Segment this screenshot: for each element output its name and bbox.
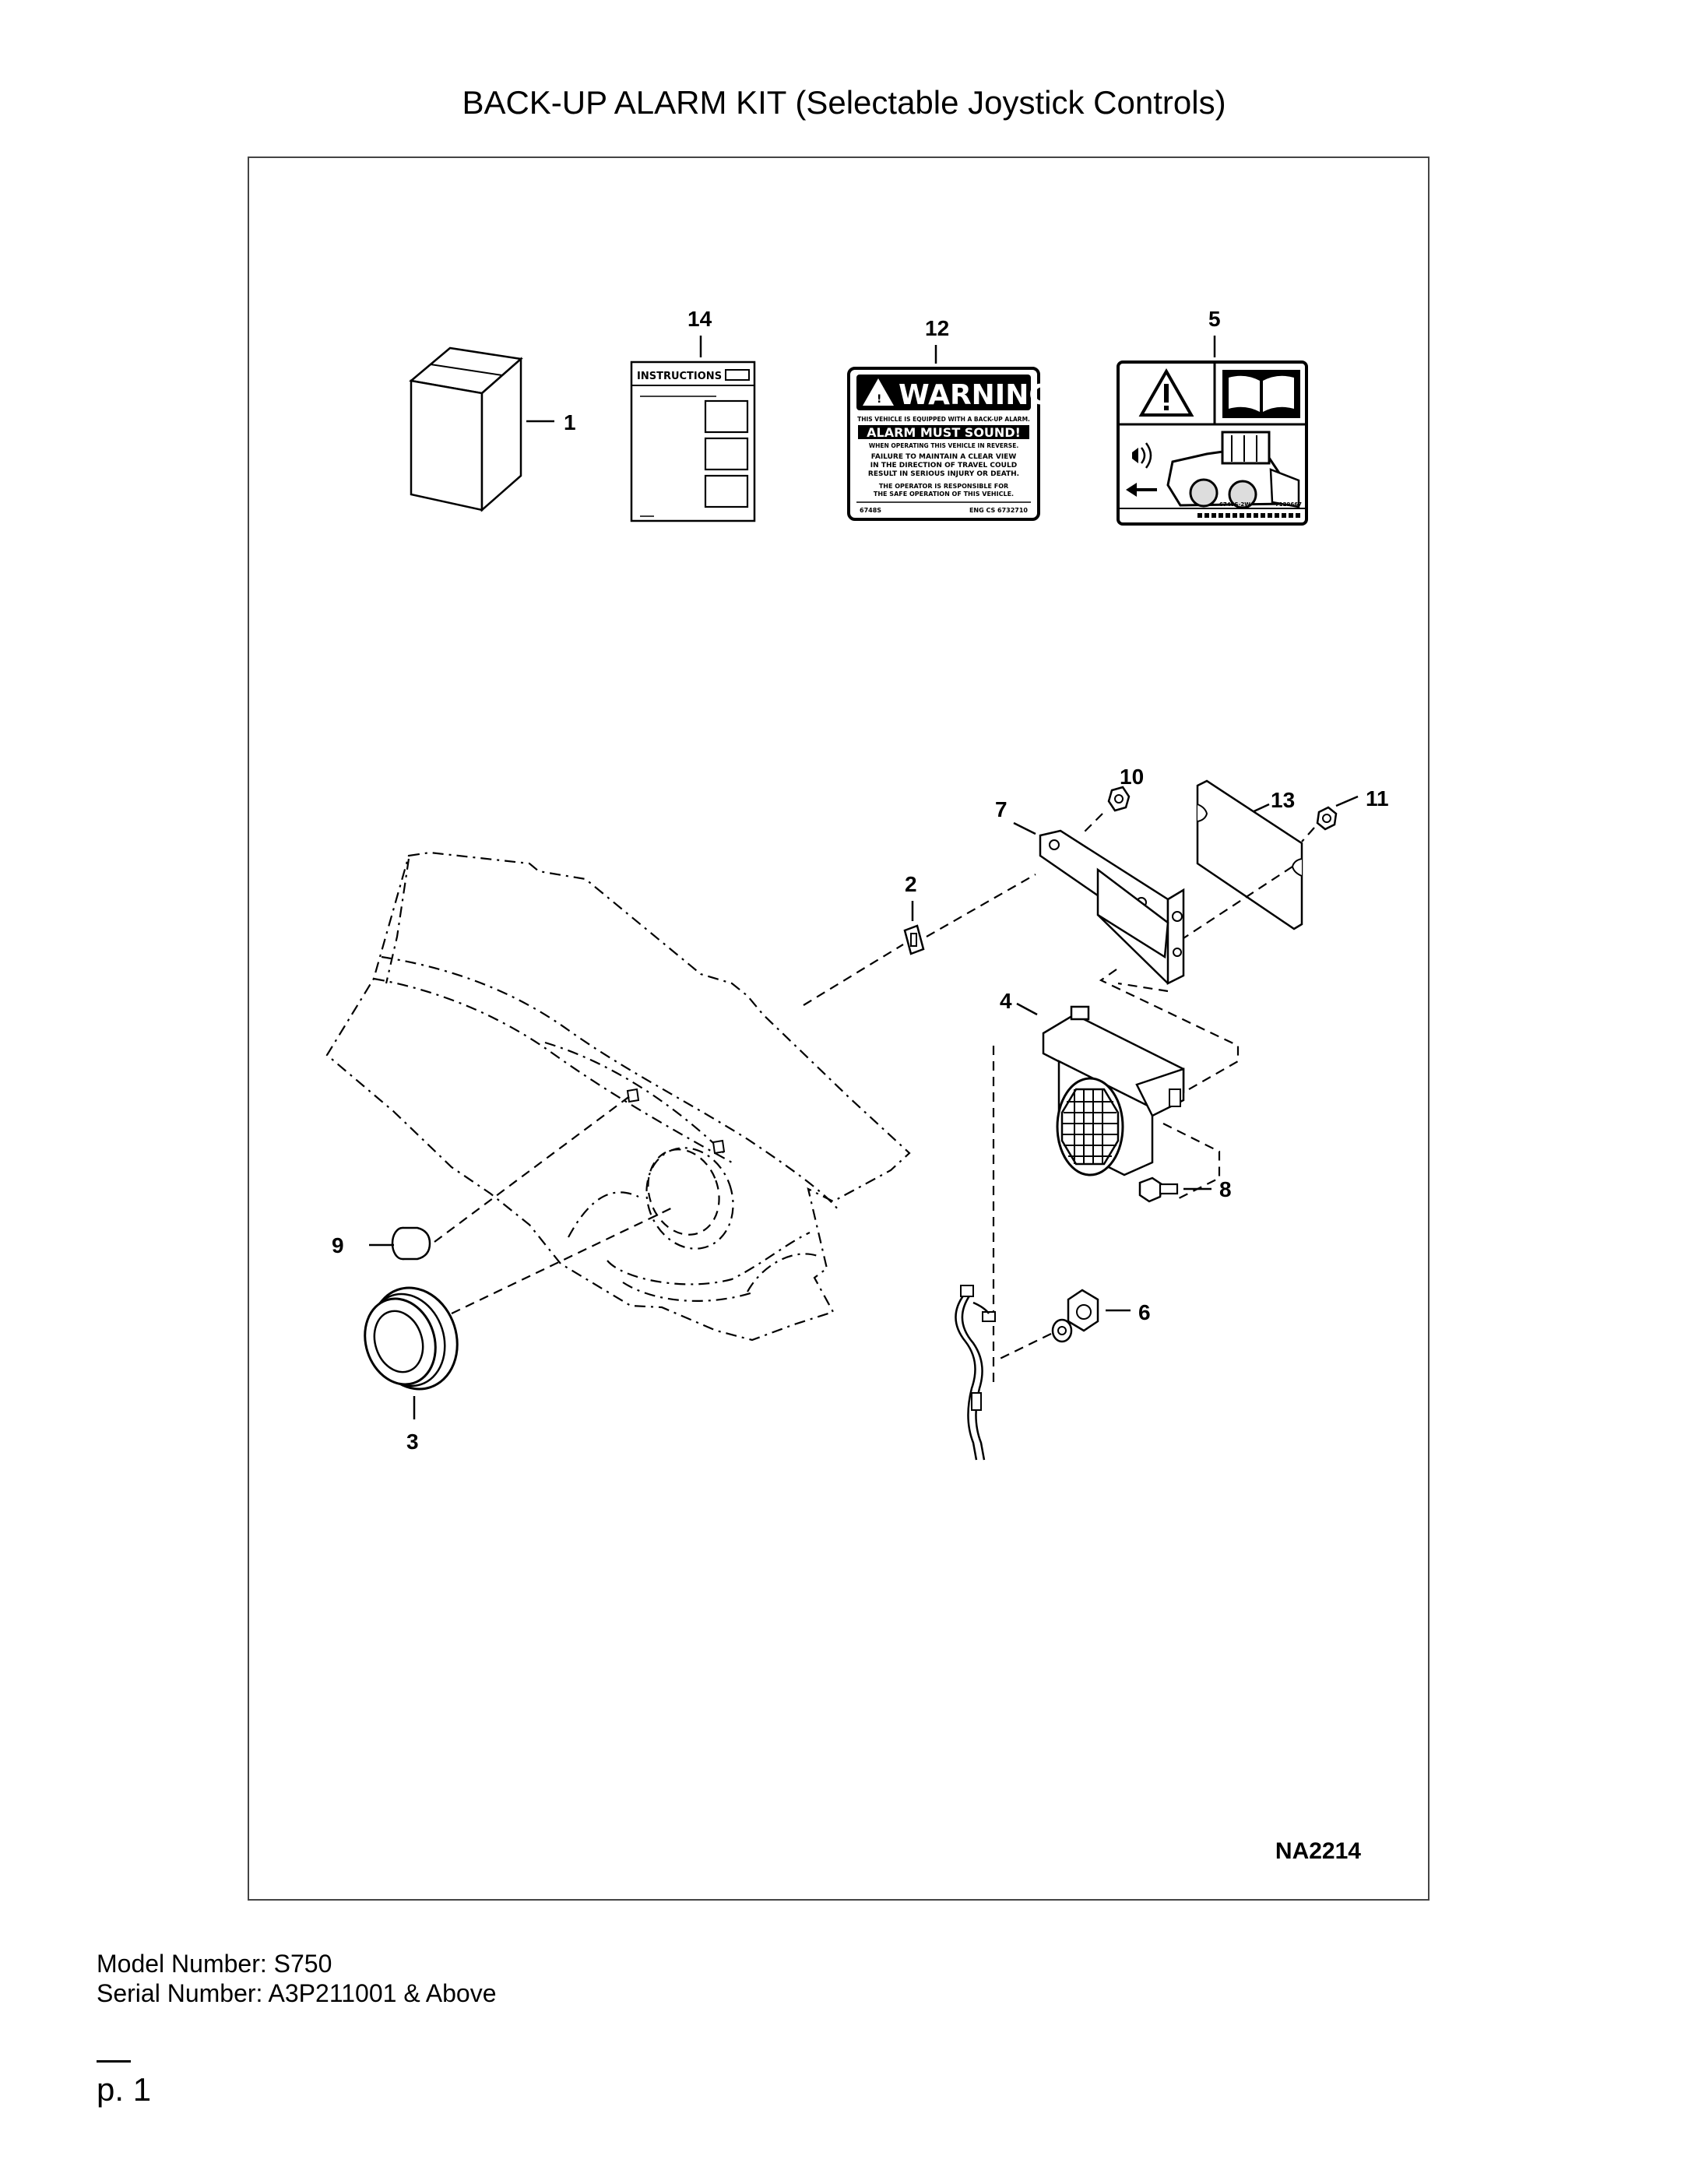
- assembly-line: [451, 1205, 677, 1314]
- warning-decal: ! WARNING THIS VEHICLE IS EQUIPPED WITH …: [847, 367, 1052, 521]
- plug-rivet: [391, 1226, 431, 1261]
- warning-line-7: THE OPERATOR IS RESPONSIBLE FOR: [879, 483, 1008, 490]
- hex-bolt: [1138, 1176, 1179, 1203]
- leader-line: [1335, 795, 1359, 807]
- warning-line-8: THE SAFE OPERATION OF THIS VEHICLE.: [874, 491, 1014, 498]
- assembly-line: [1117, 982, 1169, 993]
- grommet: [364, 1286, 459, 1391]
- warning-heading: WARNING: [899, 379, 1052, 411]
- assembly-line: [434, 1095, 631, 1243]
- model-number: Model Number: S750: [97, 1950, 332, 1978]
- assembly-line: [1099, 969, 1240, 1093]
- parts-diagram-frame: .ln { fill:none; stroke:#000; stroke-wid…: [248, 157, 1430, 1901]
- assembly-line: [1301, 827, 1315, 842]
- warning-code-right: ENG CS 6732710: [969, 507, 1028, 514]
- diagram-code: NA2214: [1275, 1838, 1361, 1864]
- instructions-label: INSTRUCTIONS: [637, 371, 722, 382]
- hex-nut: [1316, 806, 1338, 831]
- hex-nut: [1107, 786, 1131, 812]
- clip-nut: [903, 924, 925, 955]
- callout-13: 13: [1271, 788, 1295, 812]
- skid-steer-reverse-icon: [1126, 431, 1300, 509]
- instructions-sheet: INSTRUCTIONS: [630, 360, 756, 522]
- callout-9: 9: [332, 1233, 344, 1257]
- manual-book-icon: [1222, 370, 1300, 418]
- warning-line-1: THIS VEHICLE IS EQUIPPED WITH A BACK-UP …: [857, 416, 1030, 423]
- callout-4: 4: [1000, 989, 1012, 1013]
- callout-12: 12: [925, 316, 949, 340]
- warning-line-2: ALARM MUST SOUND!: [867, 425, 1021, 440]
- parts-diagram: .ln { fill:none; stroke:#000; stroke-wid…: [325, 307, 1389, 1864]
- callout-6: 6: [1138, 1300, 1151, 1324]
- svg-text:!: !: [877, 393, 881, 406]
- warning-triangle-icon: [863, 378, 894, 406]
- page-number-rule: [97, 2060, 131, 2063]
- assembly-line: [996, 1333, 1052, 1361]
- assembly-line: [803, 944, 904, 1006]
- warning-line-5: IN THE DIRECTION OF TRAVEL COULD: [870, 462, 1017, 470]
- assembly-line: [1183, 866, 1293, 939]
- callout-11: 11: [1366, 786, 1389, 811]
- mounting-plate: [1196, 779, 1303, 930]
- pictorial-decal: 6748S-2W 7129667: [1117, 360, 1308, 526]
- mounting-bracket: [1039, 829, 1185, 986]
- callout-3: 3: [406, 1430, 419, 1454]
- wire-pigtail: [955, 1285, 996, 1461]
- callout-8: 8: [1219, 1177, 1232, 1201]
- page-title: BACK-UP ALARM KIT (Selectable Joystick C…: [462, 84, 1226, 121]
- wire-connector: [1051, 1289, 1099, 1343]
- callout-1: 1: [564, 410, 576, 434]
- leader-line: [1013, 821, 1036, 835]
- assembly-line: [1083, 813, 1103, 833]
- backup-alarm: [1042, 1005, 1185, 1176]
- warning-line-6: RESULT IN SERIOUS INJURY OR DEATH.: [868, 470, 1019, 478]
- machine-rear-panel: [325, 851, 911, 1342]
- page-number: p. 1: [97, 2071, 152, 2108]
- warning-line-3: WHEN OPERATING THIS VEHICLE IN REVERSE.: [869, 442, 1019, 449]
- leader-line: [1016, 1002, 1038, 1016]
- warning-code-left: 6748S: [860, 507, 881, 514]
- callout-5: 5: [1208, 307, 1221, 331]
- callout-2: 2: [905, 872, 917, 896]
- kit-box-icon: [409, 346, 523, 512]
- serial-number: Serial Number: A3P211001 & Above: [97, 1979, 497, 2007]
- callout-10: 10: [1120, 765, 1144, 789]
- pictorial-code-left: 6748S-2W: [1219, 501, 1250, 508]
- callout-7: 7: [995, 797, 1008, 821]
- warning-line-4: FAILURE TO MAINTAIN A CLEAR VIEW: [871, 453, 1017, 461]
- pictorial-code-right: 7129667: [1275, 501, 1302, 508]
- assembly-line: [926, 874, 1036, 937]
- callout-14: 14: [688, 307, 712, 331]
